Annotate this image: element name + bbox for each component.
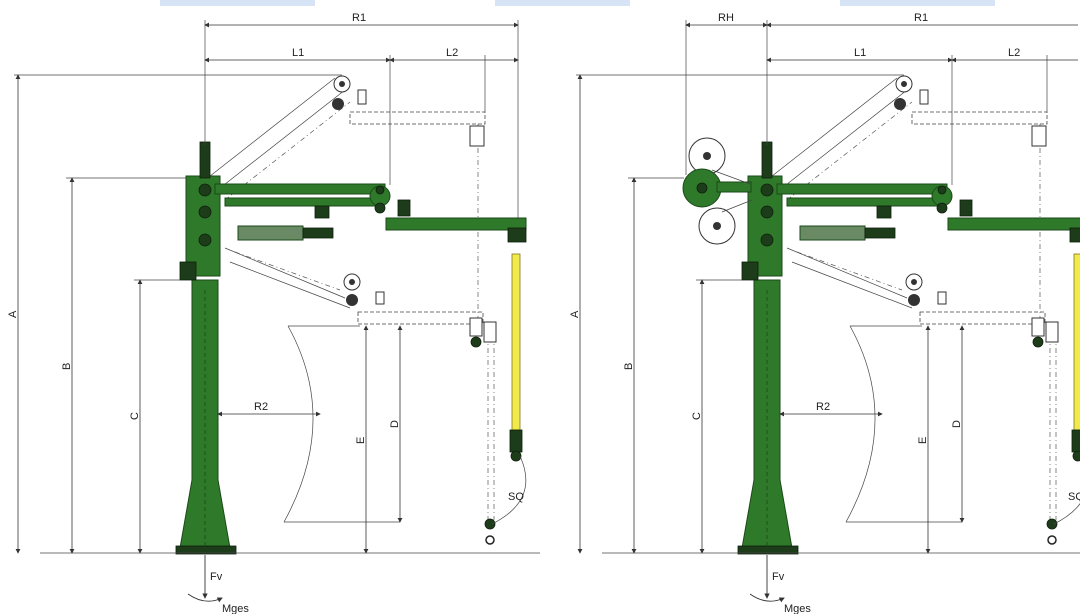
counterweight-icon: [682, 137, 753, 245]
force-label-fv: Fv: [210, 571, 223, 583]
top-tab-strip-3: [840, 0, 995, 6]
dim-label-c: C: [129, 412, 141, 420]
moment-label-mges: Mges: [784, 603, 811, 614]
dim-label-b: B: [623, 363, 635, 370]
top-tab-strip-1: [160, 0, 315, 6]
dim-label-rh: RH: [718, 12, 734, 24]
dim-label-e: E: [917, 437, 929, 444]
dim-label-d: D: [951, 420, 963, 428]
dim-label-a: A: [569, 310, 581, 318]
dim-label-c: C: [691, 412, 703, 420]
crane-diagram-right: RH R1 L1 L2 A B C R2 E D SQ Fv Mges: [569, 12, 1080, 614]
dim-label-r2: R2: [254, 401, 268, 413]
dim-label-l1: L1: [292, 47, 304, 59]
force-label-fv: Fv: [772, 571, 785, 583]
dim-label-sq: SQ: [1068, 491, 1080, 503]
dim-label-l2: L2: [1008, 47, 1020, 59]
dim-label-sq: SQ: [508, 491, 524, 503]
crane-diagram-left: R1 L1 L2 A B C R2 E D SQ Fv Mges: [7, 12, 540, 614]
dim-label-l1: L1: [854, 47, 866, 59]
dim-label-r1: R1: [914, 12, 928, 24]
dim-label-d: D: [389, 420, 401, 428]
top-tab-strip-2: [495, 0, 630, 6]
dim-label-r1: R1: [352, 12, 366, 24]
dim-label-b: B: [61, 363, 73, 370]
dim-label-l2: L2: [446, 47, 458, 59]
dim-label-a: A: [7, 310, 19, 318]
moment-label-mges: Mges: [222, 603, 249, 614]
dim-label-r2: R2: [816, 401, 830, 413]
dim-label-e: E: [355, 437, 367, 444]
